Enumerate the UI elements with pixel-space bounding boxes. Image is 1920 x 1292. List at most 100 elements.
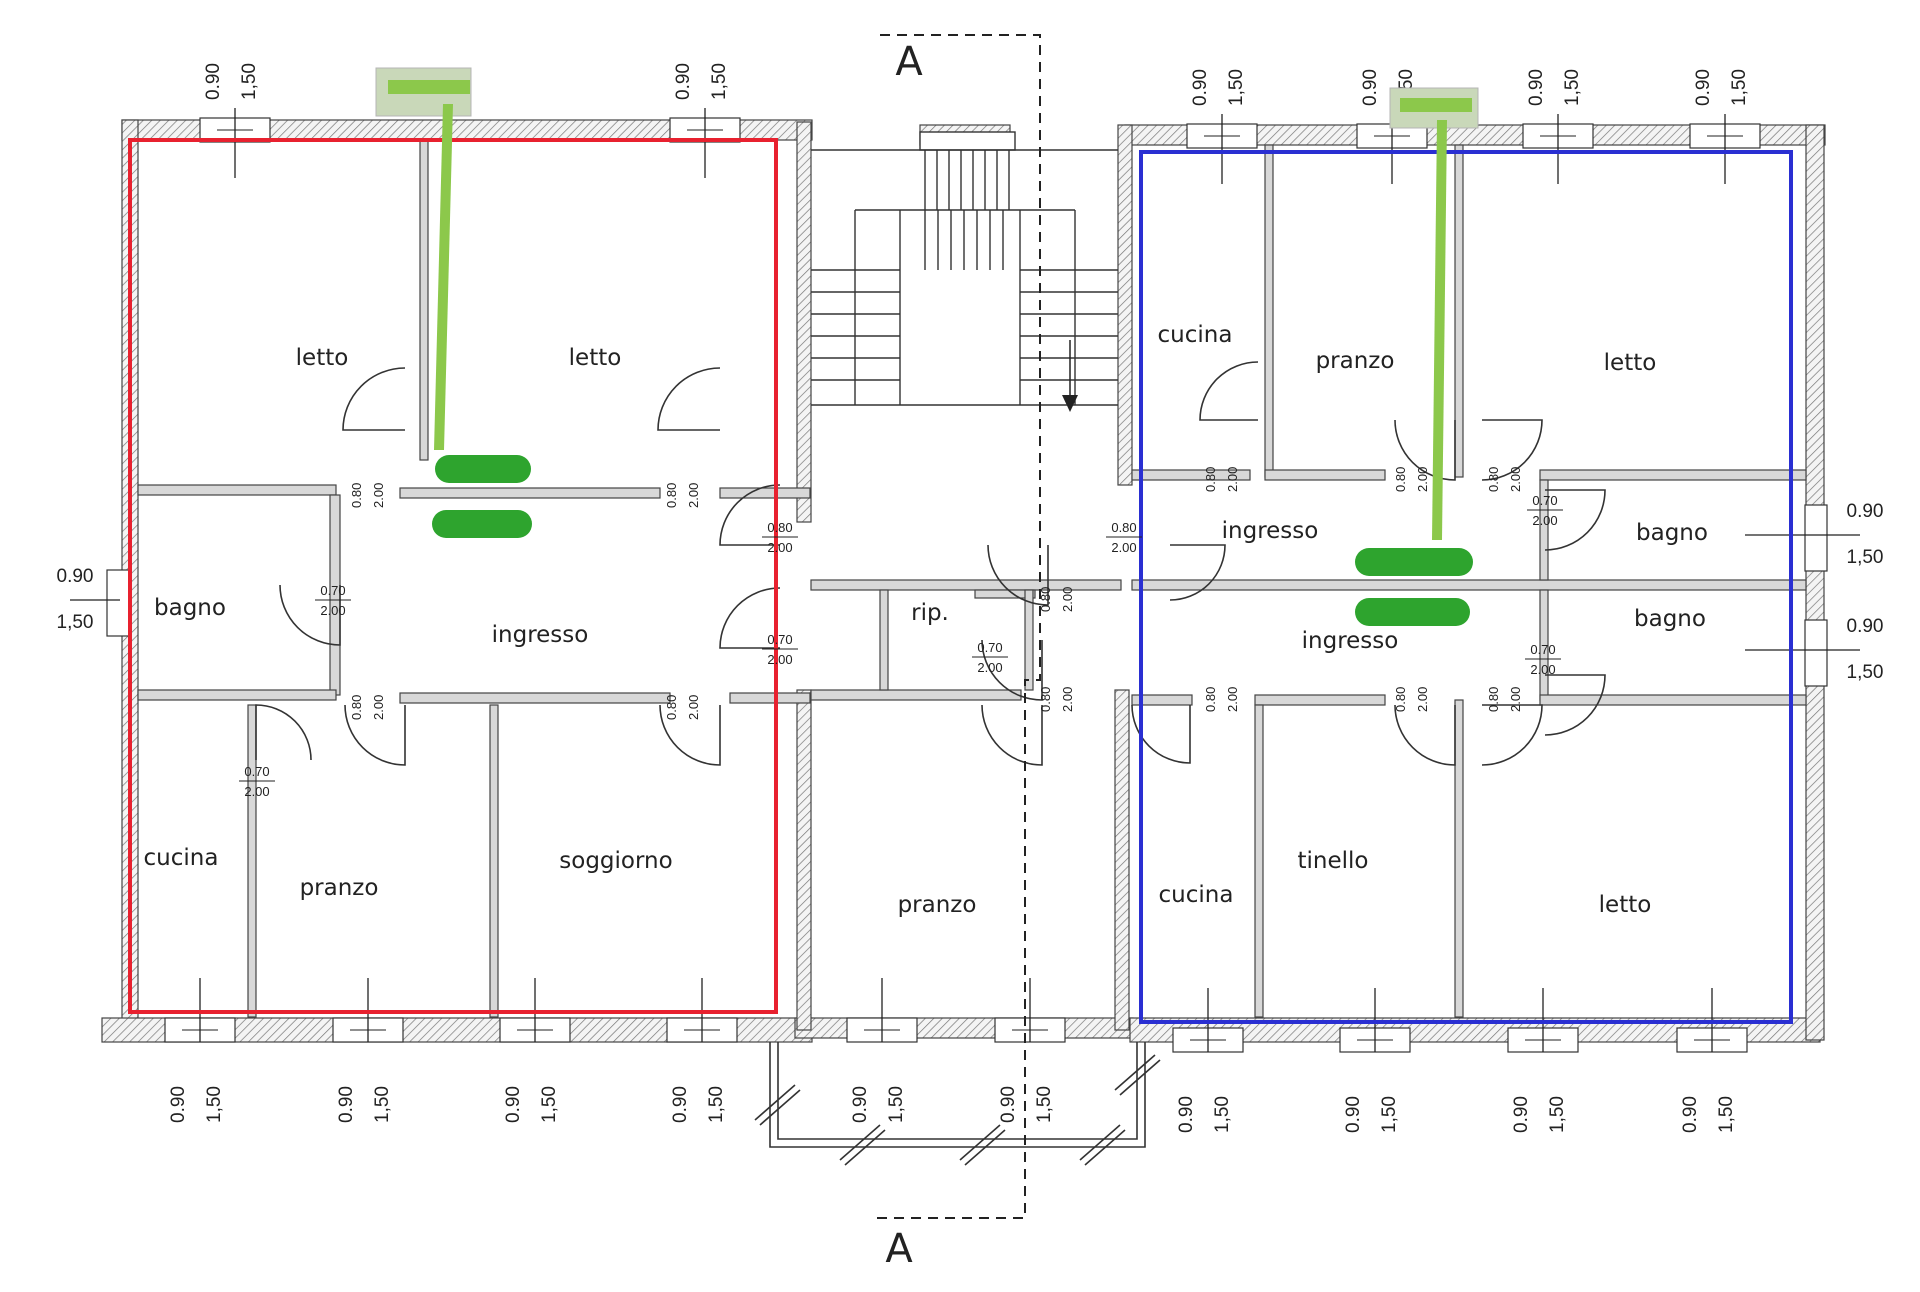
door-width-label: 0.80 [664,483,679,508]
door-height-label: 2.00 [686,483,701,508]
room-label: ingresso [492,622,589,648]
door-width-label: 0.70 [1530,642,1555,657]
door-swings [255,361,1606,766]
window-width-label: 0.90 [1360,69,1381,106]
room-label: bagno [1634,606,1706,632]
door-height-label: 2.00 [977,660,1002,675]
door-height-label: 2.00 [1060,687,1075,712]
door-height-label: 2.00 [1508,687,1523,712]
room-label: pranzo [898,892,977,918]
door-height-label: 2.00 [686,695,701,720]
window-width-label: 0.90 [1190,69,1211,106]
door-height-label: 2.00 [1225,467,1240,492]
door-width-label: 0.70 [767,632,792,647]
door-height-label: 2.00 [767,540,792,555]
window-height-label: 1,50 [886,1086,907,1123]
window-height-label: 1,50 [57,612,94,633]
ventilation-right [1355,87,1479,626]
interior-walls [137,139,1807,1018]
window-width-label: 0.90 [503,1086,524,1123]
arrow-down-icon [1062,395,1078,412]
door-width-label: 0.80 [349,695,364,720]
room-label: soggiorno [559,848,672,874]
window-height-label: 1,50 [372,1086,393,1123]
room-label: pranzo [1316,348,1395,374]
room-label: bagno [154,595,226,621]
window-height-label: 1,50 [539,1086,560,1123]
door-width-label: 0.80 [1393,467,1408,492]
window-width-label: 0.90 [168,1086,189,1123]
door-width-label: 0.80 [664,695,679,720]
window-height-label: 1,50 [1379,1096,1400,1133]
room-label: cucina [1158,322,1233,348]
door-height-label: 2.00 [1530,662,1555,677]
window-width-label: 0.90 [57,566,94,587]
door-width-label: 0.80 [349,483,364,508]
door-height-label: 2.00 [1415,467,1430,492]
window-height-label: 1,50 [1547,1096,1568,1133]
room-label: ingresso [1222,518,1319,544]
door-height-label: 2.00 [1060,587,1075,612]
door-height-label: 2.00 [1225,687,1240,712]
window-width-label: 0.90 [1511,1096,1532,1133]
staircase [811,131,1118,406]
door-width-label: 0.70 [977,640,1002,655]
window-width-label: 0.90 [673,63,694,100]
door-height-label: 2.00 [1508,467,1523,492]
window-height-label: 1,50 [1562,69,1583,106]
room-labels: letto letto bagno ingresso cucina pranzo… [144,322,1708,918]
window-height-label: 1,50 [1847,547,1884,568]
window-width-label: 0.90 [203,63,224,100]
room-label: tinello [1298,848,1369,874]
window-width-label: 0.90 [1176,1096,1197,1133]
windows: 0.90 1,50 0.90 1,50 0.90 1,50 0.90 1,50 0.90 1,50… [57,63,1884,1133]
door-width-label: 0.80 [1111,520,1136,535]
room-label: letto [1604,350,1657,376]
window-width-label: 0.90 [1847,501,1884,522]
window-height-label: 1,50 [1212,1096,1233,1133]
window-height-label: 1,50 [1226,69,1247,106]
door-width-label: 0.70 [320,583,345,598]
window-width-label: 0.90 [850,1086,871,1123]
window-width-label: 0.90 [670,1086,691,1123]
room-label: cucina [144,845,219,871]
window-width-label: 0.90 [1847,616,1884,637]
room-label: pranzo [300,875,379,901]
door-width-label: 0.80 [1038,587,1053,612]
door-height-label: 2.00 [1532,513,1557,528]
window-height-label: 1,50 [1847,662,1884,683]
room-label: cucina [1159,882,1234,908]
window-height-label: 1,50 [239,63,260,100]
door-width-label: 0.80 [1486,467,1501,492]
door-height-label: 2.00 [1415,687,1430,712]
window-width-label: 0.90 [1343,1096,1364,1133]
door-width-label: 0.80 [1486,687,1501,712]
door-width-label: 0.70 [244,764,269,779]
door-width-label: 0.70 [1532,493,1557,508]
window-width-label: 0.90 [336,1086,357,1123]
room-label: letto [296,345,349,371]
window-height-label: 1,50 [1034,1086,1055,1123]
door-height-label: 2.00 [371,483,386,508]
room-label: ingresso [1302,628,1399,654]
room-label: bagno [1636,520,1708,546]
section-label-bottom: A [885,1226,913,1272]
room-label: letto [1599,892,1652,918]
door-width-label: 0.80 [1038,687,1053,712]
door-height-label: 2.00 [320,603,345,618]
window-width-label: 0.90 [1526,69,1547,106]
unit-outline-right [1139,150,1793,1024]
window-height-label: 1,50 [709,63,730,100]
door-height-label: 2.00 [767,652,792,667]
balcony [754,1042,1161,1166]
ventilation-left [375,67,532,538]
room-label: rip. [911,600,949,626]
window-width-label: 0.90 [998,1086,1019,1123]
window-width-label: 0.90 [1693,69,1714,106]
door-width-label: 0.80 [1203,687,1218,712]
door-width-label: 0.80 [1203,467,1218,492]
unit-outline-left [128,138,778,1014]
window-height-label: 1,50 [706,1086,727,1123]
section-line [870,34,1041,1219]
